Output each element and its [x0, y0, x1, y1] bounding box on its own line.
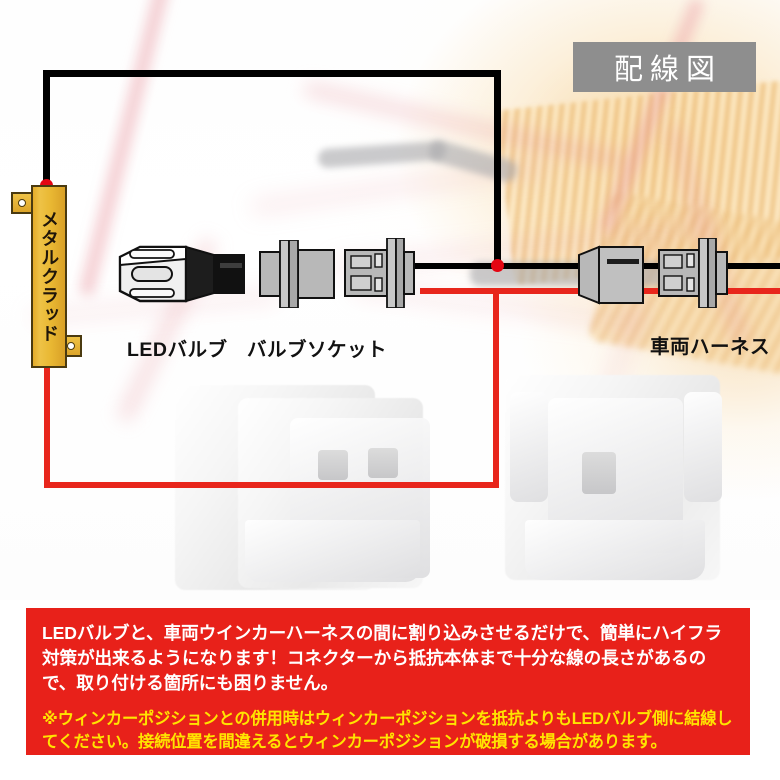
- connector-photo-left-lip: [245, 520, 420, 582]
- vehicle-harness-connector-icon: [578, 245, 644, 305]
- connector-photo-right-tab: [510, 392, 548, 502]
- label-bulb-socket: バルブソケット: [247, 339, 388, 361]
- connector-terminal-pin: [582, 452, 616, 494]
- connector-terminal-slot: [368, 448, 398, 478]
- resistor-mounting-tab-top: [11, 192, 33, 214]
- vehicle-harness-socket-icon: [658, 238, 728, 308]
- metal-clad-resistor: メタルクラッド: [31, 185, 67, 368]
- junction-node-harness: [491, 259, 504, 272]
- description-banner: LEDバルブと、車両ウインカーハーネスの間に割り込みさせるだけで、簡単にハイフラ…: [26, 608, 750, 755]
- banner-note-text: ※ウィンカーポジションとの併用時はウィンカーポジションを抵抗よりもLEDバルブ側…: [42, 710, 733, 752]
- connector-terminal-slot: [318, 450, 348, 480]
- mounting-hole-icon: [18, 199, 26, 207]
- mounting-hole-icon: [67, 342, 75, 350]
- page-title: 配線図: [613, 54, 722, 86]
- black-wire-top-horizontal: [43, 70, 501, 77]
- label-vehicle-harness: 車両ハーネス: [650, 336, 771, 358]
- black-wire-left-vertical: [43, 70, 50, 190]
- red-wire-bottom-horizontal: [44, 482, 499, 488]
- label-led-bulb: LEDバルブ: [127, 339, 228, 361]
- resistor-label: メタルクラッド: [39, 210, 60, 343]
- bulb-socket-connector-icon: [344, 238, 415, 308]
- led-bulb-icon: [118, 245, 245, 303]
- red-wire-right-vertical: [493, 288, 499, 488]
- page-title-badge: 配線図: [573, 42, 756, 92]
- banner-body-text: LEDバルブと、車両ウインカーハーネスの間に割り込みさせるだけで、簡単にハイフラ…: [42, 623, 723, 694]
- bulb-socket-icon: [259, 240, 335, 308]
- connector-photo-right-lip: [525, 520, 705, 580]
- red-wire-left-vertical: [44, 366, 50, 488]
- connector-photo-right-tab: [684, 392, 722, 502]
- black-wire-right-vertical: [494, 70, 501, 266]
